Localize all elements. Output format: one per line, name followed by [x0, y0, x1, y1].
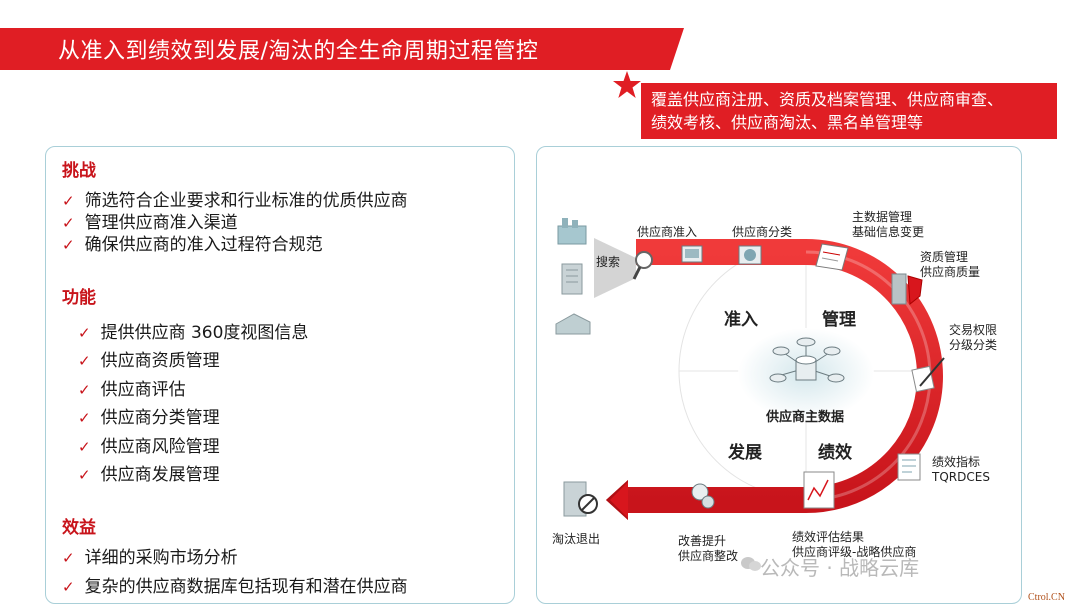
check-icon: ✓ [62, 549, 75, 567]
eval-chart-icon [803, 471, 835, 509]
check-icon: ✓ [78, 324, 91, 342]
function-item: ✓提供供应商 360度视图信息 [78, 323, 309, 343]
quadrant-performance: 绩效 [818, 443, 852, 463]
challenge-item: ✓确保供应商的准入过程符合规范 [62, 235, 323, 255]
function-item: ✓供应商资质管理 [78, 351, 220, 371]
title-banner [0, 28, 684, 70]
quadrant-admission: 准入 [724, 310, 758, 330]
check-icon: ✓ [78, 466, 91, 484]
challenge-item: ✓筛选符合企业要求和行业标准的优质供应商 [62, 191, 408, 211]
functions-heading: 功能 [62, 288, 96, 308]
benefits-heading: 效益 [62, 518, 96, 538]
challenges-heading: 挑战 [62, 161, 96, 181]
evaluation-label: 绩效评估结果供应商评级-战略供应商 [792, 530, 917, 559]
classify-label: 供应商分类 [732, 225, 793, 239]
check-icon: ✓ [62, 192, 75, 210]
title-banner-shape [0, 28, 684, 70]
function-item: ✓供应商风险管理 [78, 437, 220, 457]
check-icon: ✓ [62, 236, 75, 254]
factory-icon [557, 218, 587, 245]
left-panel [45, 146, 515, 604]
quadrant-development: 发展 [728, 443, 762, 463]
search-label: 搜索 [596, 255, 621, 269]
search-funnel [594, 238, 636, 298]
page-title: 从准入到绩效到发展/淘汰的全生命周期过程管控 [58, 39, 539, 64]
lifecycle-diagram [555, 218, 945, 520]
trade-permission-label: 交易权限分级分类 [949, 323, 998, 352]
function-item: ✓供应商发展管理 [78, 465, 220, 485]
quadrant-management: 管理 [822, 310, 856, 330]
improvement-label: 改善提升供应商整改 [678, 534, 739, 563]
function-item: ✓供应商评估 [78, 380, 186, 400]
check-icon: ✓ [78, 352, 91, 370]
admission-label: 供应商准入 [637, 225, 698, 239]
kpi-document-icon [897, 453, 921, 481]
magnifier-icon [632, 251, 653, 280]
wechat-icon [741, 557, 761, 571]
check-icon: ✓ [78, 438, 91, 456]
star-icon [613, 71, 641, 98]
corner-mark: Ctrol.CN [1028, 592, 1065, 603]
admission-monitor-icon [681, 245, 703, 263]
benefit-item: ✓详细的采购市场分析 [62, 548, 238, 568]
exit-label: 淘汰退出 [552, 532, 601, 546]
quality-shield-icon [891, 273, 923, 305]
coverage-note: 覆盖供应商注册、资质及档案管理、供应商审查、 绩效考核、供应商淘汰、黑名单管理等 [641, 83, 1057, 139]
watermark: 公众号 · 战略云库 [760, 556, 920, 580]
check-icon: ✓ [62, 578, 75, 596]
benefit-item: ✓复杂的供应商数据库包括现有和潜在供应商 [62, 577, 408, 597]
classify-globe-icon [738, 245, 762, 265]
challenge-item: ✓管理供应商准入渠道 [62, 213, 238, 233]
master-data-label: 主数据管理基础信息变更 [852, 210, 925, 239]
function-item: ✓供应商分类管理 [78, 408, 220, 428]
check-icon: ✓ [62, 214, 75, 232]
coverage-note-line1: 覆盖供应商注册、资质及档案管理、供应商审查、 [651, 90, 1004, 109]
check-icon: ✓ [78, 409, 91, 427]
center-master-data-label: 供应商主数据 [766, 410, 845, 425]
exit-arrowhead [606, 480, 628, 520]
coverage-note-line2: 绩效考核、供应商淘汰、黑名单管理等 [651, 113, 924, 132]
qualification-label: 资质管理供应商质量 [920, 250, 981, 279]
warehouse-icon [555, 313, 591, 335]
trade-pen-icon [911, 357, 945, 393]
database-cluster-icon [769, 337, 845, 383]
office-building-icon [561, 263, 583, 295]
improve-gears-icon [691, 483, 715, 509]
master-data-clipboard-icon [815, 243, 849, 271]
check-icon: ✓ [78, 381, 91, 399]
exit-building-icon [563, 481, 598, 517]
